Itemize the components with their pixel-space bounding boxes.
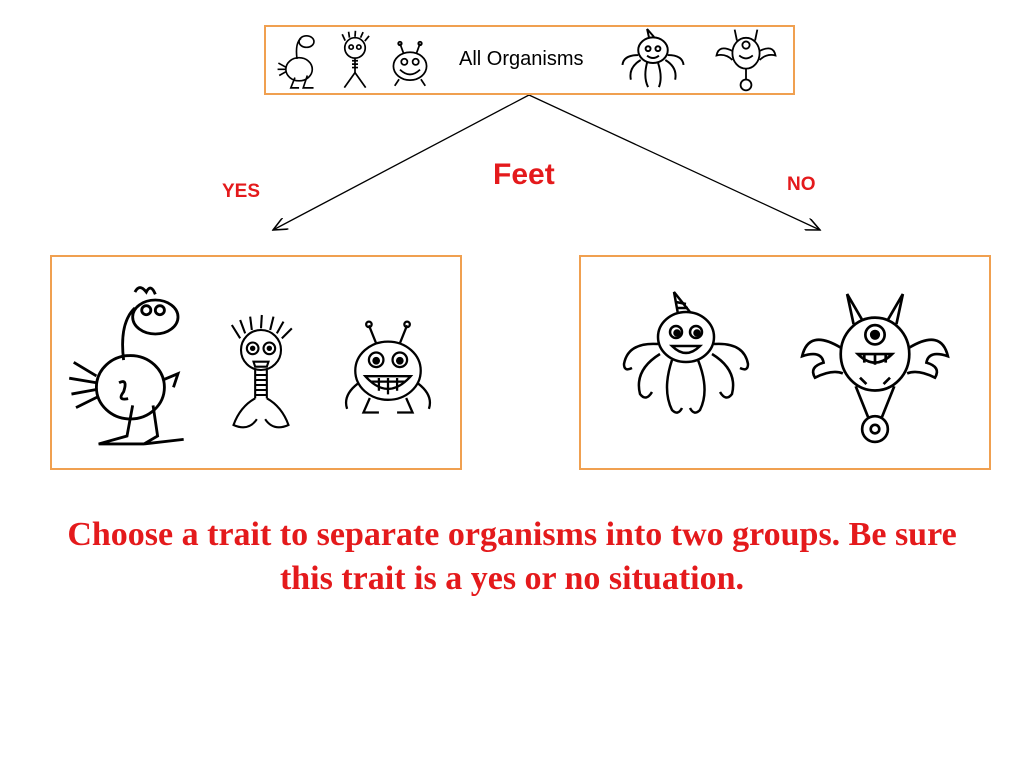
spiky-hair-kid-icon [230,314,293,429]
unicorn-octopus-icon [621,28,685,88]
no-label: NO [787,174,816,195]
antenna-blob-icon [344,320,432,414]
yes-branch-arrow [273,94,530,230]
instruction-text: Choose a trait to separate organisms int… [67,516,957,597]
unicorn-octopus-icon [622,291,750,414]
trait-label: Feet [493,158,555,191]
winged-unicycle-monster-icon [800,293,950,444]
yes-label: YES [222,181,261,202]
no-branch-arrow [528,94,820,230]
duck-creature-icon [277,34,315,89]
duck-creature-icon [68,286,184,446]
root-label: All Organisms [459,48,584,70]
antenna-blob-icon [392,40,428,87]
spiky-hair-kid-icon [341,30,370,89]
winged-unicycle-monster-icon [715,29,777,92]
